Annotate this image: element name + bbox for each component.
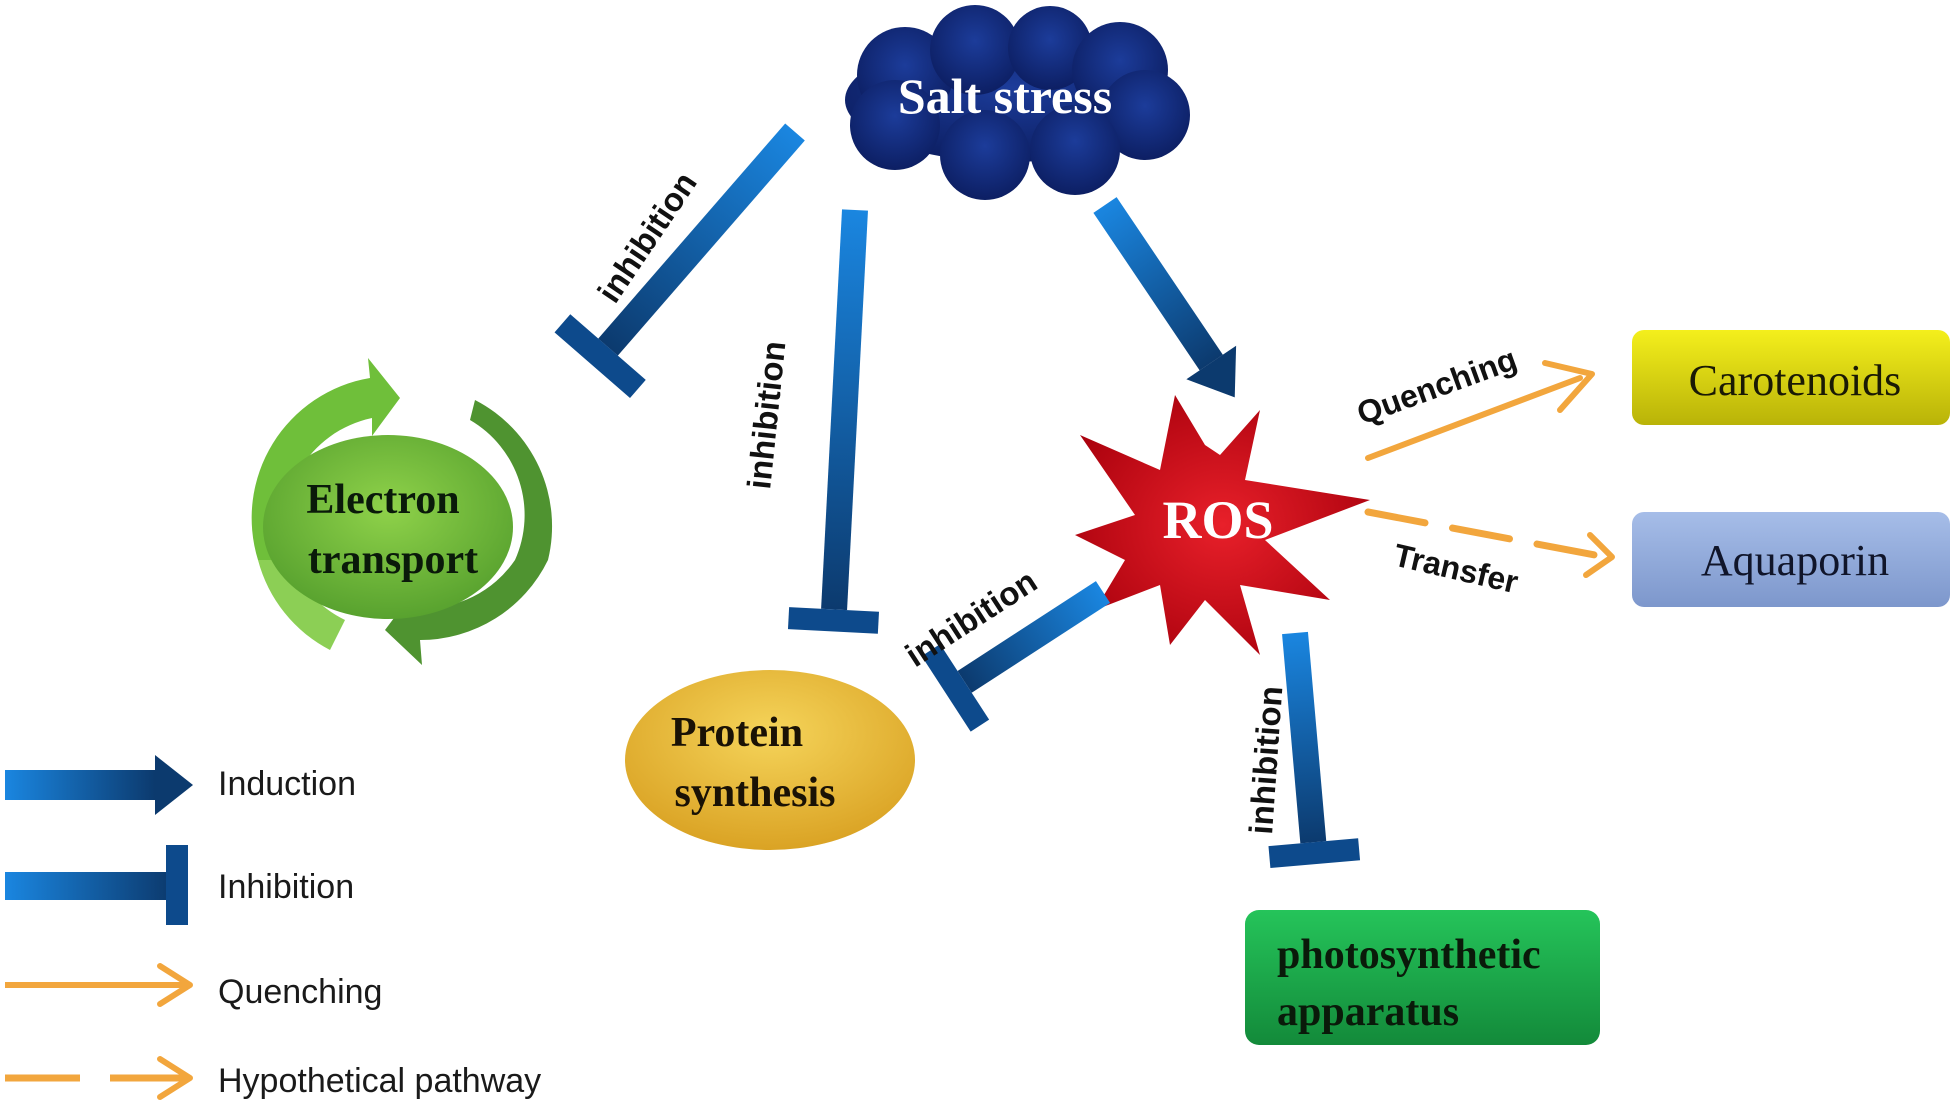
edge-label-salt-protein: inhibition	[740, 339, 792, 491]
edge-label-transfer: Transfer	[1390, 537, 1521, 600]
legend-inhibition-label: Inhibition	[218, 868, 354, 906]
edge-ros-to-aquaporin: Transfer	[1364, 508, 1615, 600]
photosynthetic-apparatus-box: photosynthetic apparatus	[1245, 910, 1600, 1045]
carotenoids-box: Carotenoids	[1632, 330, 1950, 425]
carotenoids-label: Carotenoids	[1689, 356, 1902, 405]
edge-salt-to-ros	[1093, 197, 1237, 398]
electron-transport-label-1: Electron	[306, 477, 459, 523]
legend-hypothetical: Hypothetical pathway	[5, 1056, 541, 1100]
legend-quenching: Quenching	[5, 963, 382, 1011]
electron-transport-label-2: transport	[308, 537, 478, 583]
edge-ros-to-carotenoids: Quenching	[1352, 341, 1595, 461]
legend-induction-label: Induction	[218, 765, 356, 803]
photosynthetic-label-2: apparatus	[1277, 989, 1459, 1035]
legend-induction: Induction	[5, 755, 356, 815]
edge-ros-to-protein: inhibition	[899, 562, 1111, 732]
edge-ros-to-photosynthetic: inhibition	[1242, 631, 1361, 869]
legend-inhibition: Inhibition	[5, 845, 354, 925]
edge-label-ros-photosynthetic: inhibition	[1242, 685, 1289, 836]
salt-stress-node: Salt stress	[845, 5, 1190, 200]
protein-synthesis-node: Protein synthesis	[625, 670, 915, 850]
protein-synthesis-label-1: Protein	[671, 710, 803, 756]
edge-salt-to-protein: inhibition	[740, 209, 880, 634]
legend-quenching-label: Quenching	[218, 973, 382, 1011]
legend: Induction Inhibition Quenching Hypotheti…	[5, 755, 541, 1100]
cycle-arrows-icon	[251, 358, 553, 665]
edge-label-quenching: Quenching	[1352, 341, 1521, 432]
electron-transport-node: Electron transport	[251, 358, 553, 665]
aquaporin-box: Aquaporin	[1632, 512, 1950, 607]
legend-hypothetical-label: Hypothetical pathway	[218, 1062, 541, 1100]
salt-stress-label: Salt stress	[898, 68, 1112, 124]
ros-label: ROS	[1162, 490, 1273, 550]
ros-node: ROS	[1075, 395, 1370, 655]
protein-synthesis-label-2: synthesis	[674, 770, 835, 816]
aquaporin-label: Aquaporin	[1701, 536, 1889, 585]
photosynthetic-label-1: photosynthetic	[1277, 932, 1541, 978]
